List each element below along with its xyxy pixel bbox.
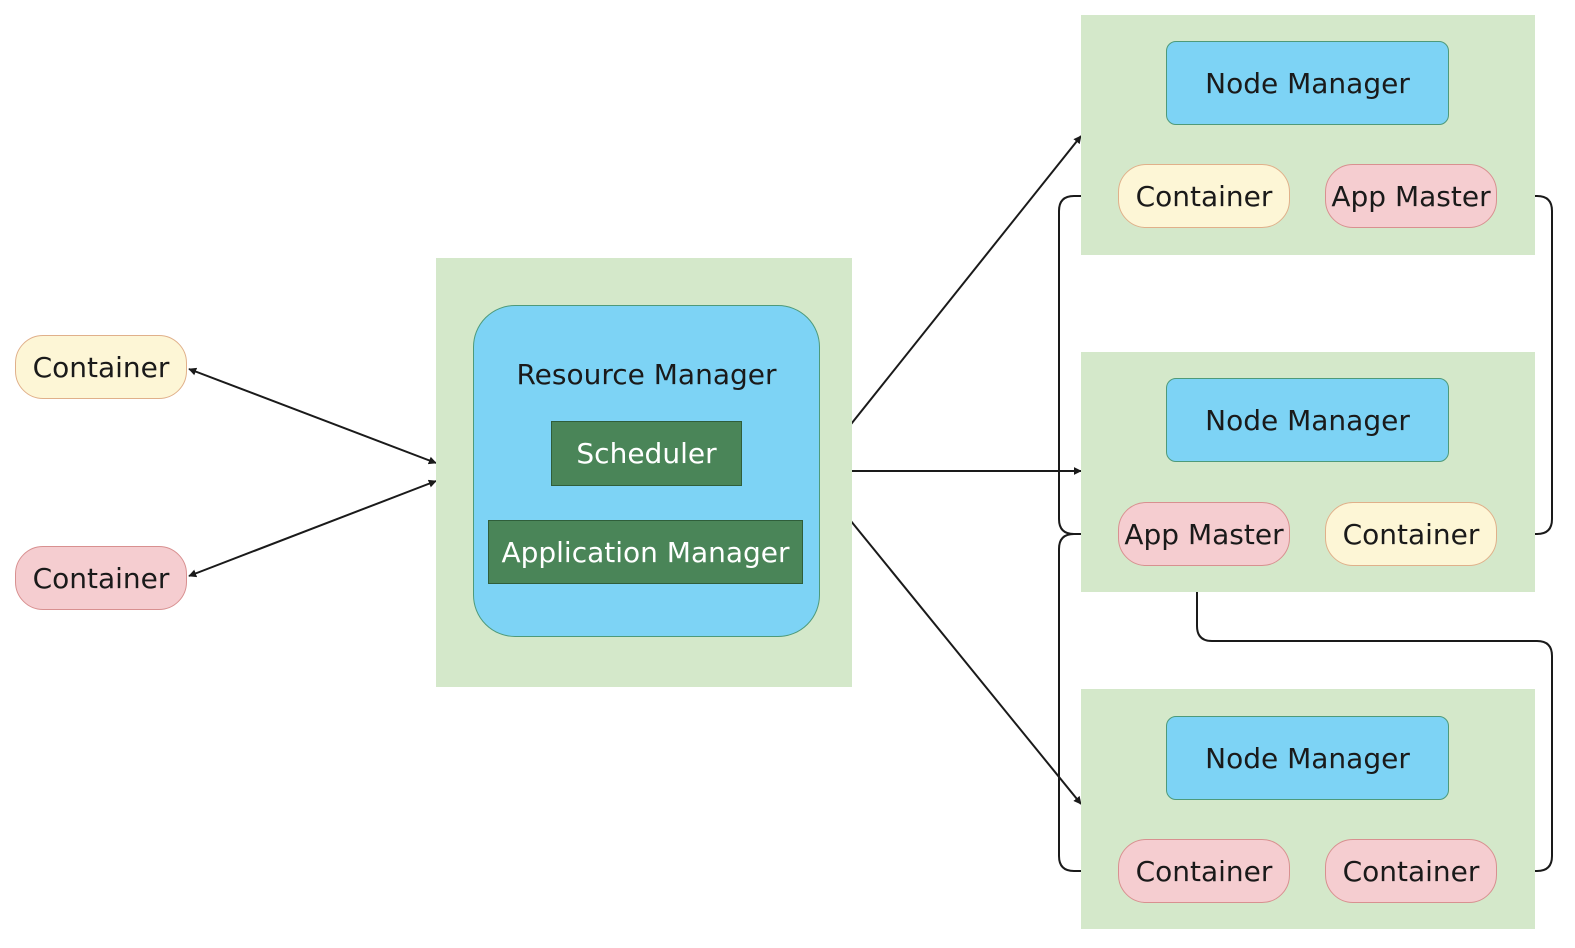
- node3-container-1-label: Container: [1135, 854, 1273, 888]
- arrow-node2-appmaster-node3-container: [1058, 533, 1119, 875]
- node3-container-2: Container: [1325, 839, 1497, 903]
- resource-manager-title: Resource Manager: [473, 352, 820, 396]
- node3-container-2-label: Container: [1342, 854, 1480, 888]
- node1-container: Container: [1118, 164, 1290, 228]
- resource-manager-title-text: Resource Manager: [516, 357, 777, 391]
- node-manager-2-label: Node Manager: [1205, 403, 1410, 437]
- node2-app-master-label: App Master: [1124, 517, 1284, 551]
- node3-container-1: Container: [1118, 839, 1290, 903]
- client-container-2: Container: [15, 546, 187, 610]
- node1-container-label: Container: [1135, 179, 1273, 213]
- node2-container-label: Container: [1342, 517, 1480, 551]
- arrow-rm-node3: [819, 482, 1082, 805]
- node2-app-master: App Master: [1118, 502, 1290, 566]
- scheduler-label: Scheduler: [576, 437, 717, 470]
- arrow-client1-rm: [188, 367, 437, 465]
- arrow-node1-appmaster-node2-container: [1497, 192, 1553, 538]
- node-manager-2: Node Manager: [1166, 378, 1449, 462]
- node-manager-3: Node Manager: [1166, 716, 1449, 800]
- client-container-1-label: Container: [32, 350, 170, 384]
- node1-app-master-label: App Master: [1331, 179, 1491, 213]
- application-manager-label: Application Manager: [501, 535, 790, 569]
- arrow-client2-rm: [188, 479, 437, 578]
- client-container-1: Container: [15, 335, 187, 399]
- arrow-node1-container-node2-appmaster: [1058, 192, 1119, 538]
- node-manager-3-label: Node Manager: [1205, 741, 1410, 775]
- client-container-2-label: Container: [32, 561, 170, 595]
- arrow-rm-node1: [819, 135, 1082, 464]
- node-manager-1-label: Node Manager: [1205, 66, 1410, 100]
- node1-app-master: App Master: [1325, 164, 1497, 228]
- arrow-node2-appmaster-node3-container-right: [1193, 564, 1553, 875]
- scheduler-box: Scheduler: [551, 421, 742, 486]
- application-manager-box: Application Manager: [488, 520, 803, 584]
- node-manager-1: Node Manager: [1166, 41, 1449, 125]
- node2-container: Container: [1325, 502, 1497, 566]
